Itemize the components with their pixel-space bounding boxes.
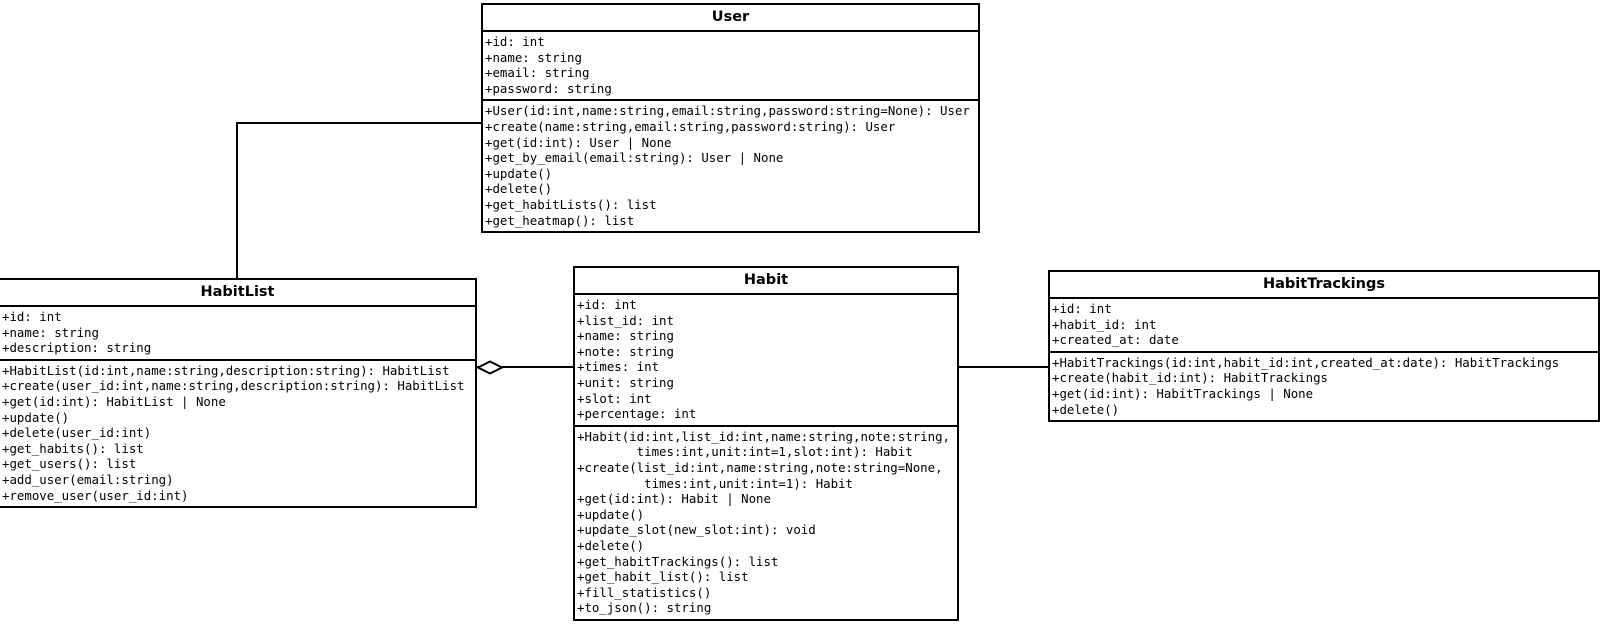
class-attributes-habit: +id: int +list_id: int +name: string +no…: [575, 295, 957, 427]
attribute-row: +percentage: int: [577, 406, 697, 422]
class-box-habittrackings[interactable]: HabitTrackings +id: int +habit_id: int +…: [1048, 270, 1600, 423]
method-row: +get_habitTrackings(): list: [577, 553, 779, 569]
method-row: +delete(): [1052, 401, 1120, 417]
attribute-row: +name: string: [2, 324, 99, 340]
attribute-row: +id: int: [577, 297, 637, 312]
attribute-row: +note: string: [577, 343, 674, 359]
class-methods-user: +User(id:int,name:string,email:string,pa…: [483, 101, 978, 231]
method-row: +create(name:string,email:string,passwor…: [485, 118, 896, 134]
method-row: +get(id:int): HabitTrackings | None: [1052, 385, 1314, 401]
method-row-continuation: times:int,unit:int=1,slot:int): Habit: [577, 444, 913, 460]
class-box-habit[interactable]: Habit +id: int +list_id: int +name: stri…: [573, 266, 959, 621]
attribute-row: +id: int: [485, 34, 545, 49]
attribute-row: +id: int: [1052, 301, 1112, 316]
method-row: +delete(): [485, 181, 553, 197]
class-box-user[interactable]: User +id: int +name: string +email: stri…: [481, 3, 980, 234]
attribute-row: +times: int: [577, 359, 660, 375]
class-methods-habitlist: +HabitList(id:int,name:string,descriptio…: [0, 361, 475, 506]
method-row: +remove_user(user_id:int): [2, 487, 189, 503]
method-row: +get_heatmap(): list: [485, 212, 635, 228]
method-row: +update(): [485, 165, 553, 181]
method-row: +create(list_id:int,name:string,note:str…: [577, 459, 943, 475]
method-row: +add_user(email:string): [2, 471, 174, 487]
method-row: +get(id:int): HabitList | None: [2, 393, 226, 409]
attribute-row: +list_id: int: [577, 312, 674, 328]
attribute-row: +password: string: [485, 80, 612, 96]
attribute-row: +habit_id: int: [1052, 316, 1157, 332]
attribute-row: +created_at: date: [1052, 332, 1179, 348]
method-row: +fill_statistics(): [577, 584, 712, 600]
method-row: +update(): [2, 409, 70, 425]
method-row: +get_habits(): list: [2, 440, 144, 456]
method-row: +delete(user_id:int): [2, 425, 152, 441]
method-row: +create(habit_id:int): HabitTrackings: [1052, 370, 1329, 386]
method-row: +get(id:int): User | None: [485, 134, 672, 150]
edge-user-to-habitlist-vertical: [236, 122, 238, 280]
class-attributes-user: +id: int +name: string +email: string +p…: [483, 32, 978, 102]
method-row: +get(id:int): Habit | None: [577, 491, 771, 507]
method-row: +to_json(): string: [577, 600, 712, 616]
class-title-habit: Habit: [575, 268, 957, 295]
method-row: +create(user_id:int,name:string,descript…: [2, 378, 465, 394]
aggregation-diamond-habitlist: [477, 360, 503, 375]
attribute-row: +description: string: [2, 340, 152, 356]
edge-habit-to-habittrackings: [957, 366, 1050, 368]
attribute-row: +slot: int: [577, 390, 652, 406]
method-row: +get_habitLists(): list: [485, 196, 657, 212]
method-row-continuation: times:int,unit:int=1): Habit: [577, 475, 854, 491]
class-attributes-habittrackings: +id: int +habit_id: int +created_at: dat…: [1050, 299, 1598, 353]
class-methods-habit: +Habit(id:int,list_id:int,name:string,no…: [575, 427, 957, 619]
method-row: +get_users(): list: [2, 456, 137, 472]
method-row: +get_by_email(email:string): User | None: [485, 150, 784, 166]
attribute-row: +name: string: [485, 49, 582, 65]
class-title-user: User: [483, 5, 978, 32]
attribute-row: +unit: string: [577, 374, 674, 390]
method-row: +HabitList(id:int,name:string,descriptio…: [2, 362, 450, 378]
attribute-row: +id: int: [2, 309, 62, 324]
attribute-row: +name: string: [577, 328, 674, 344]
class-title-habitlist: HabitList: [0, 280, 475, 307]
method-row: +get_habit_list(): list: [577, 569, 749, 585]
method-row: +HabitTrackings(id:int,habit_id:int,crea…: [1052, 354, 1560, 370]
method-row: +User(id:int,name:string,email:string,pa…: [485, 103, 970, 119]
class-methods-habittrackings: +HabitTrackings(id:int,habit_id:int,crea…: [1050, 353, 1598, 420]
edge-habitlist-to-habit: [476, 366, 575, 368]
method-row: +Habit(id:int,list_id:int,name:string,no…: [577, 428, 950, 444]
attribute-row: +email: string: [485, 65, 590, 81]
method-row: +delete(): [577, 537, 645, 553]
class-attributes-habitlist: +id: int +name: string +description: str…: [0, 307, 475, 361]
method-row: +update_slot(new_slot:int): void: [577, 522, 816, 538]
edge-user-to-habitlist-horizontal: [236, 122, 482, 124]
class-title-habittrackings: HabitTrackings: [1050, 272, 1598, 299]
method-row: +update(): [577, 506, 645, 522]
class-box-habitlist[interactable]: HabitList +id: int +name: string +descri…: [0, 278, 477, 509]
